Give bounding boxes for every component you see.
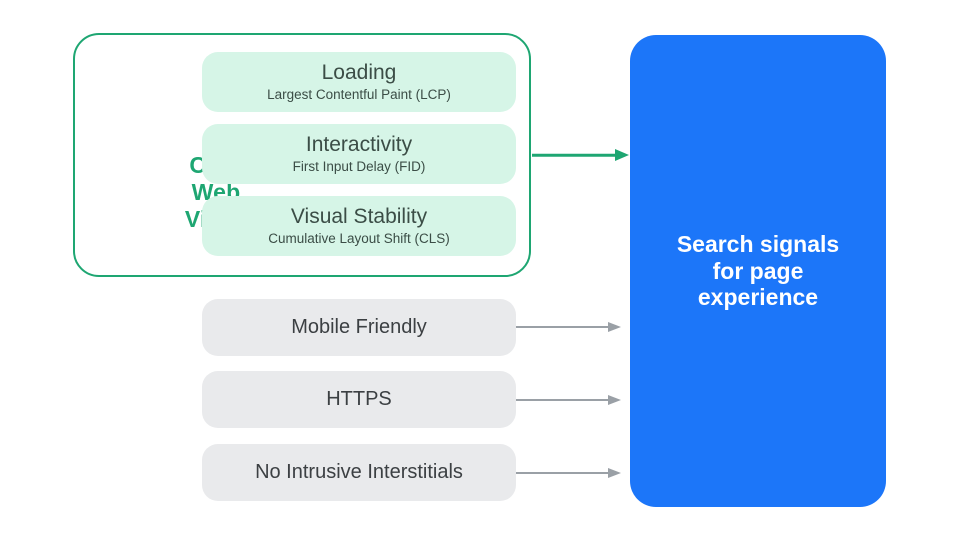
signal-mobile-friendly: Mobile Friendly (202, 299, 516, 356)
arrow-https-to-result (516, 394, 609, 406)
cwv-item-interactivity: Interactivity First Input Delay (FID) (202, 124, 516, 184)
arrow-shaft (516, 326, 609, 328)
search-signals-box: Search signals for page experience (630, 35, 886, 507)
cwv-item-visual-stability: Visual Stability Cumulative Layout Shift… (202, 196, 516, 256)
signal-no-intrusive-interstitials: No Intrusive Interstitials (202, 444, 516, 501)
arrow-shaft (532, 153, 616, 157)
arrow-shaft (516, 472, 609, 474)
cwv-item-subtitle: Cumulative Layout Shift (CLS) (268, 231, 450, 246)
search-signals-label: Search signals for page experience (677, 231, 839, 311)
signal-label: HTTPS (326, 388, 392, 410)
signal-label: Mobile Friendly (291, 316, 427, 338)
cwv-item-subtitle: First Input Delay (FID) (292, 159, 426, 174)
search-signals-label-line: experience (697, 284, 819, 311)
arrow-shaft (516, 399, 609, 401)
cwv-item-title: Visual Stability (290, 205, 428, 228)
cwv-item-title: Loading (321, 61, 397, 84)
signal-https: HTTPS (202, 371, 516, 428)
cwv-item-subtitle: Largest Contentful Paint (LCP) (267, 87, 451, 102)
arrow-core-web-vitals-to-result (532, 148, 616, 162)
search-signals-label-line: for page (712, 257, 804, 284)
search-signals-label-line: Search signals (676, 231, 840, 258)
cwv-item-loading: Loading Largest Contentful Paint (LCP) (202, 52, 516, 112)
signal-label: No Intrusive Interstitials (255, 461, 463, 483)
arrow-mobile-friendly-to-result (516, 321, 609, 333)
arrow-no-intrusive-interstitials-to-result (516, 467, 609, 479)
cwv-item-title: Interactivity (305, 133, 413, 156)
